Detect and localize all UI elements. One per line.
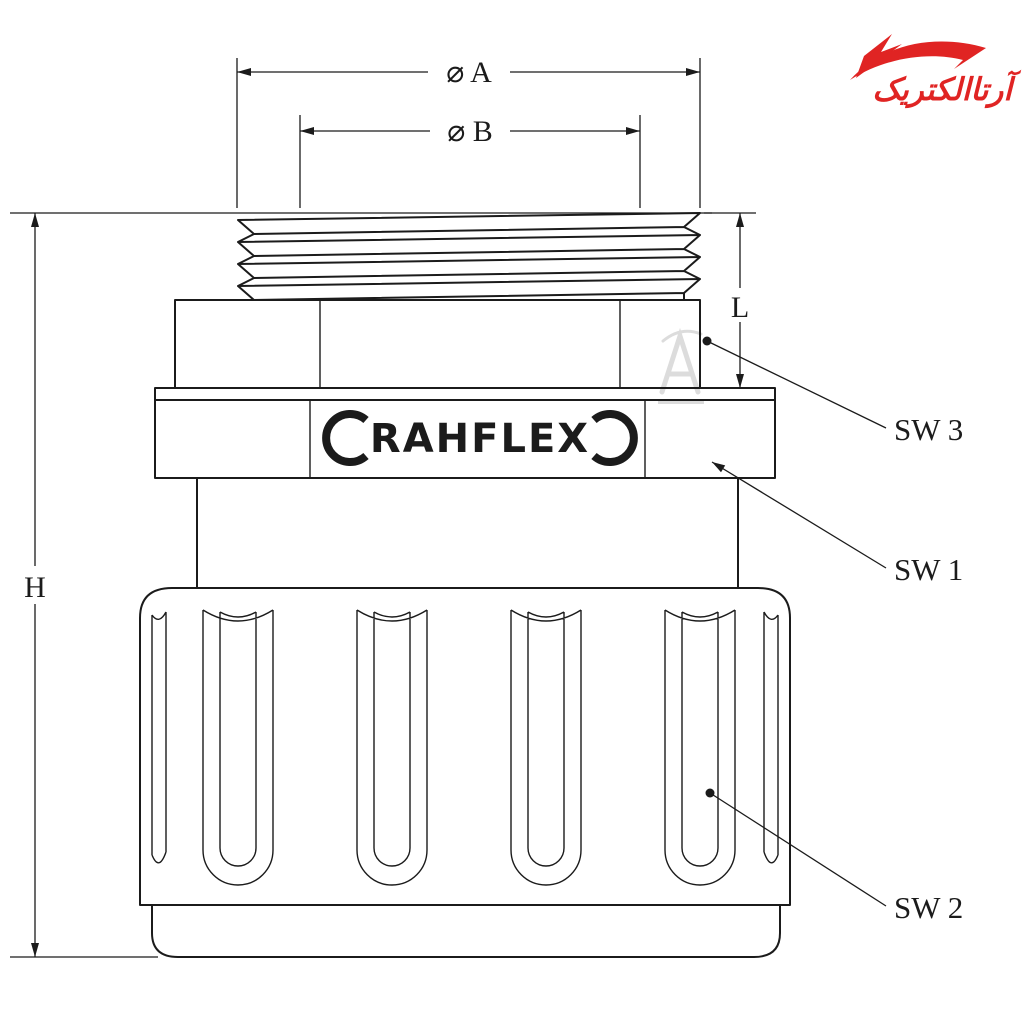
flange (154, 387, 776, 401)
dim-length-l: L (704, 212, 756, 388)
dome-flutes (151, 609, 779, 886)
dim-diameter-a: ⌀ A (236, 53, 701, 208)
callout-sw1: SW 1 (711, 461, 963, 587)
logo-brand-text: آرتاالکتریک (872, 69, 1021, 109)
watermark-swoosh-icon (661, 329, 703, 343)
logo-swoosh-icon (850, 41, 986, 80)
logo-lightning-icon (856, 34, 902, 78)
sw3-label: SW 3 (894, 412, 963, 447)
base (151, 904, 781, 958)
dome-cap (139, 587, 791, 906)
dim-diameter-b: ⌀ B (299, 112, 641, 208)
watermark-a-icon (659, 327, 701, 395)
leader-dot-icon (702, 336, 712, 346)
sw1-label: SW 1 (894, 552, 963, 587)
bracket-right-icon (591, 410, 638, 466)
sw2-label: SW 2 (894, 890, 963, 925)
collar-corner-lines (319, 300, 621, 388)
callout-sw2: SW 2 (705, 788, 963, 925)
dim-height-h: H (10, 212, 712, 958)
arrow-down-icon (736, 374, 744, 388)
leader-arrow-icon (712, 462, 726, 473)
arrow-up-icon (736, 213, 744, 227)
dim-h-label: H (24, 571, 46, 604)
thread-section (237, 212, 701, 301)
arrow-up-icon (31, 213, 39, 227)
hex-band: RAHFLEX (154, 399, 776, 479)
company-logo: آرتاالکتریک (850, 34, 1021, 109)
dim-a-label: ⌀ A (446, 56, 492, 89)
dim-l-label: L (731, 291, 749, 324)
watermark-logo (658, 327, 704, 404)
arrow-down-icon (31, 943, 39, 957)
dim-b-label: ⌀ B (447, 115, 493, 148)
arrow-right-icon (686, 68, 700, 76)
bracket-left-icon (322, 410, 369, 466)
arrow-right-icon (626, 127, 640, 135)
brand-label: RAHFLEX (370, 416, 590, 462)
arrow-left-icon (237, 68, 251, 76)
hex-corner-lines (309, 400, 646, 478)
leader-dot-icon (705, 788, 715, 798)
callout-sw3: SW 3 (702, 336, 963, 447)
neck (196, 477, 739, 589)
collar (174, 299, 701, 389)
arrow-left-icon (300, 127, 314, 135)
